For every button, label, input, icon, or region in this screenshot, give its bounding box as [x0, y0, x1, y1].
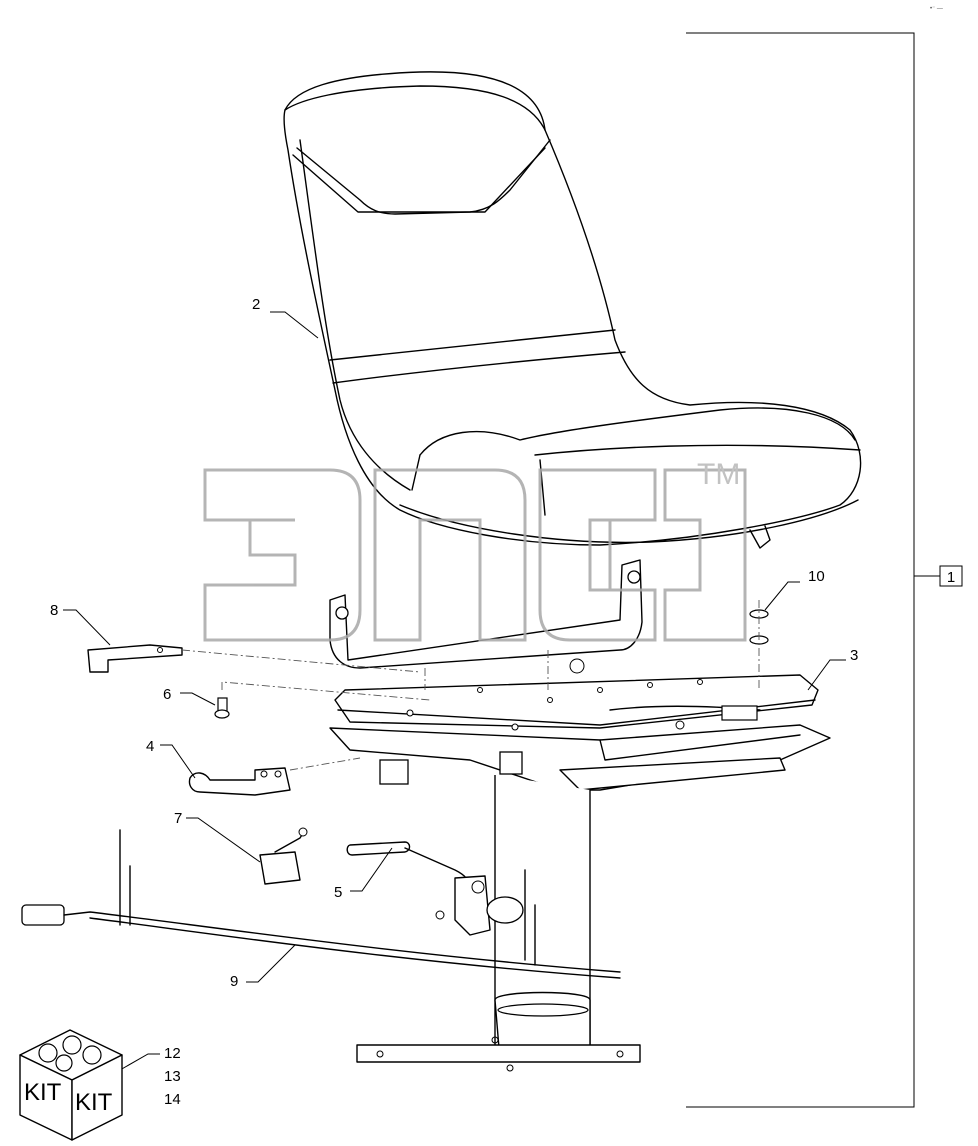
callout-6: 6: [163, 686, 171, 703]
callout-8: 8: [50, 602, 58, 619]
watermark-tm: TM: [697, 458, 740, 491]
part-8-bracket: [87, 644, 183, 673]
kit-box: KIT KIT: [19, 1029, 123, 1141]
leader-lines: [63, 311, 846, 1071]
adjustment-lever: [346, 841, 524, 936]
seat-bracket: [329, 559, 831, 791]
callout-2: 2: [252, 296, 260, 313]
callout-7: 7: [174, 810, 182, 827]
part-6-bolt: [214, 697, 230, 719]
callout-9: 9: [230, 973, 238, 990]
callouts: 2 3 4 5 6 7 8 9 10 12 13 14: [50, 296, 858, 1108]
callout-5: 5: [334, 884, 342, 901]
callout-13: 13: [164, 1068, 181, 1085]
assembly-lines: [181, 600, 760, 771]
seat-cushion: [283, 71, 862, 549]
kit-label-right: KIT: [75, 1089, 113, 1116]
watermark-logo: TM: [203, 458, 747, 642]
part-4-handle: [188, 767, 291, 796]
assembly-label: 1: [947, 569, 955, 586]
seat-column: [356, 775, 641, 1072]
callout-3: 3: [850, 647, 858, 664]
callout-10: 10: [808, 568, 825, 585]
kit-label-left: KIT: [24, 1079, 62, 1106]
assembly-bracket: 1: [686, 32, 963, 1108]
callout-12: 12: [164, 1045, 181, 1062]
callout-4: 4: [146, 738, 154, 755]
part-9-harness: [21, 829, 621, 979]
callout-14: 14: [164, 1091, 181, 1108]
corner-mark: •⁻ —: [930, 6, 943, 12]
part-7-switch: [259, 827, 308, 885]
